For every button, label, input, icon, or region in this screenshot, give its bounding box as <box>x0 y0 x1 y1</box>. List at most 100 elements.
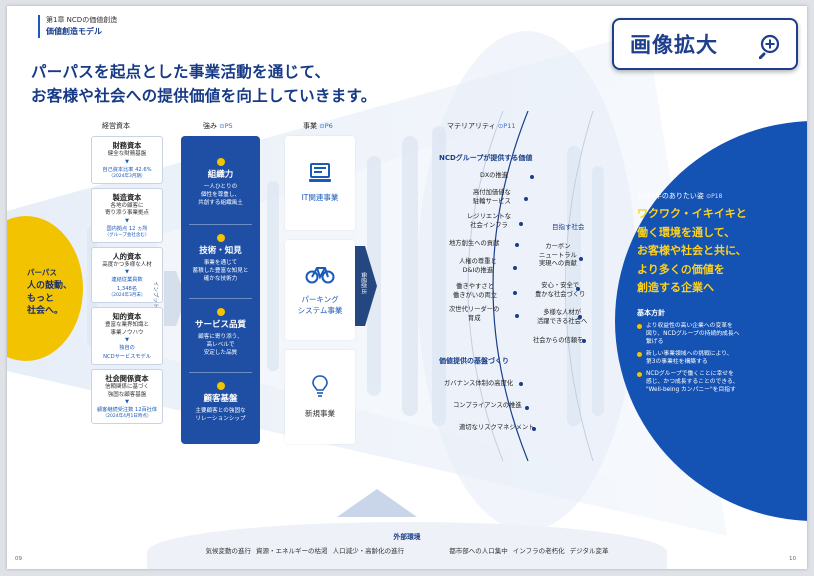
materiality-page-ref[interactable]: ⊙P11 <box>497 122 516 130</box>
policy-item: より収益性の高い企業への変革を図り、NCDグループの持続的成長へ繋げる <box>637 322 747 346</box>
policy-item: 新しい事業領域への挑戦により、第3の事業柱を構築する <box>637 350 747 366</box>
capital-social: 社会関係資本 信頼関係に基づく 強固な顧客基盤 ▼ 顧客継続受注数 12百社体 … <box>91 369 163 424</box>
business-page-ref[interactable]: ⊙P6 <box>319 122 333 130</box>
zoom-in-icon <box>759 34 780 59</box>
business-label: 新規事業 <box>305 409 335 418</box>
materiality-item: DXの推進 <box>480 172 508 181</box>
policy-text: NCDグループで働くことに幸せを <box>646 370 734 377</box>
purpose-text: 人の鼓動、 もっと 社会へ。 <box>27 280 72 318</box>
environment-item: 資源・エネルギーの枯渇 <box>256 547 328 555</box>
materiality-text: コンプライアンスの推進 <box>453 402 522 409</box>
divider <box>189 298 252 299</box>
capitals-column: 財務資本 健全な財務基盤 ▼ 自己資本比率 42.6% （2024年3月期） 製… <box>91 136 163 428</box>
page-number-right: 10 <box>789 556 796 562</box>
materiality-item: コンプライアンスの推進 <box>453 402 522 411</box>
section-title: 価値創造モデル <box>46 27 102 36</box>
policy-text: 第3の事業柱を構築する <box>646 358 708 365</box>
strength-desc-line: 一人ひとりの <box>203 184 238 190</box>
strength-title: 顧客基盤 <box>203 394 238 404</box>
zoom-image-button[interactable]: 画像拡大 <box>612 18 798 70</box>
down-arrow-icon: ▼ <box>125 217 129 224</box>
external-environment-title: 外部環境 <box>393 533 421 541</box>
strength-desc-line: 確かな技術力 <box>203 276 238 282</box>
materiality-text: DXの推進 <box>480 172 509 179</box>
society-item: 多様な人材が活躍できる社会へ <box>537 309 587 326</box>
capital-intellectual: 知的資本 豊富な業界知識と 事業ノウハウ ▼ 独自の NCDサービスモデル <box>91 307 163 365</box>
business-it: IT関連事業 <box>285 136 355 230</box>
business-label: パーキング <box>301 295 339 304</box>
materiality-header-label: マテリアリティ <box>447 122 496 130</box>
strengths-header: 強み ⊙P5 <box>203 121 233 131</box>
strength-bullet <box>216 308 225 316</box>
society-text: 活躍できる社会へ <box>537 317 588 325</box>
policy-text: 図り、NCDグループの持続的成長へ <box>646 330 740 337</box>
capital-highlight: 1,348名 <box>116 286 138 292</box>
materiality-item: 地方創生への貢献 <box>449 240 499 249</box>
capitals-header: 経営資本 <box>102 122 130 130</box>
capital-highlight-note: （2024年3月末） <box>108 293 146 298</box>
materiality-text: 地方創生への貢献 <box>449 240 500 247</box>
materiality-text: D&Iの推進 <box>462 266 494 274</box>
materiality-item: レジリエントな社会インフラ <box>467 213 511 230</box>
headline-line-2: お客様や社会への提供価値を向上していきます。 <box>31 87 377 105</box>
materiality-ref-text: P11 <box>503 122 516 130</box>
capital-desc: 事業ノウハウ <box>110 329 144 336</box>
policy-text: 新しい事業領域への挑戦により、 <box>646 350 733 357</box>
business-header: 事業 ⊙P6 <box>303 121 333 131</box>
strengths-ref-text: P5 <box>224 122 233 130</box>
society-text: 社会からの信頼を <box>533 337 584 344</box>
strengths-page-ref[interactable]: ⊙P5 <box>219 122 233 130</box>
down-arrow-icon: ▼ <box>125 337 129 343</box>
value-creation-label: 価値創出 <box>360 272 366 295</box>
materiality-group1-title: NCDグループが提供する価値 <box>439 154 533 162</box>
capital-desc: 各地の顧客に <box>110 202 144 209</box>
materiality-header: マテリアリティ ⊙P11 <box>447 121 515 131</box>
policy-title: 基本方針 <box>637 308 665 317</box>
society-text: カーボン <box>545 243 571 250</box>
vision-page-ref[interactable]: ⊙P18 <box>706 193 723 200</box>
business-ref-text: P6 <box>324 122 333 130</box>
chapter-name: 第1章 NCDの価値創造 <box>46 16 118 24</box>
strengths-column: 組織力 一人ひとりの 個性を尊重し、 共創する組織風土 技術・知見 事業を通じて… <box>181 136 260 444</box>
bullet-icon <box>637 371 642 377</box>
strength-desc-line: 高レベルで <box>206 342 235 348</box>
policy-list: より収益性の高い企業への変革を図り、NCDグループの持続的成長へ繋げる 新しい事… <box>637 322 747 394</box>
materiality-text: 駐輪サービス <box>473 197 511 205</box>
up-triangle-icon <box>337 489 417 517</box>
capital-highlight: NCDサービスモデル <box>103 354 151 360</box>
strength-desc: 一人ひとりの 個性を尊重し、 共創する組織風土 <box>181 183 260 207</box>
external-environment-band <box>147 522 667 569</box>
policy-text: 繋げる <box>646 338 664 345</box>
strength-desc-line: 事業を通じて <box>203 260 238 266</box>
strength-desc: 主要顧客との強固な リレーションシップ <box>181 407 260 423</box>
capital-highlight: 連結従業員数 <box>111 277 143 283</box>
business-header-label: 事業 <box>303 122 317 130</box>
strength-desc-line: 安定した品質 <box>203 350 238 356</box>
purpose-label: パーパス <box>27 268 57 277</box>
down-arrow-icon: ▼ <box>125 399 129 405</box>
zoom-button-label: 画像拡大 <box>630 33 718 57</box>
vision-line: お客様や社会と共に、 <box>637 244 747 257</box>
vision-ref-text: P18 <box>711 193 723 200</box>
strength-desc-line: 顧客に寄り添う、 <box>198 334 243 340</box>
materiality-text: 働きやすさと <box>456 283 494 290</box>
materiality-text: 人権の尊重と <box>459 258 497 265</box>
computer-icon <box>309 163 331 182</box>
strength-desc-line: 個性を尊重し、 <box>200 192 241 198</box>
strength-desc-line: 共創する組織風土 <box>198 200 243 206</box>
materiality-text: 次世代リーダーの <box>449 306 500 313</box>
materiality-item: 適切なリスクマネジメント <box>459 424 535 433</box>
external-environment-items: 気候変動の進行 資源・エネルギーの枯渇 人口減少・高齢化の進行 都市部への人口集… <box>7 545 807 555</box>
strength-service-quality: サービス品質 顧客に寄り添う、 高レベルで 安定した品質 <box>181 308 260 357</box>
materiality-text: 適切なリスクマネジメント <box>459 424 535 431</box>
business-label: システム事業 <box>297 306 343 315</box>
capital-desc: 豊富な業界知識と <box>104 322 149 328</box>
capital-highlight: 自己資本比率 42.6% <box>102 166 152 173</box>
bullet-icon <box>637 323 642 329</box>
strength-desc-line: リレーションシップ <box>195 416 246 422</box>
strength-desc-line: 主要顧客との強固な <box>195 408 246 414</box>
environment-item: 都市部への人口集中 <box>449 547 508 555</box>
strength-customer-base: 顧客基盤 主要顧客との強固な リレーションシップ <box>181 382 260 423</box>
society-header: 目指す社会 <box>552 223 585 231</box>
